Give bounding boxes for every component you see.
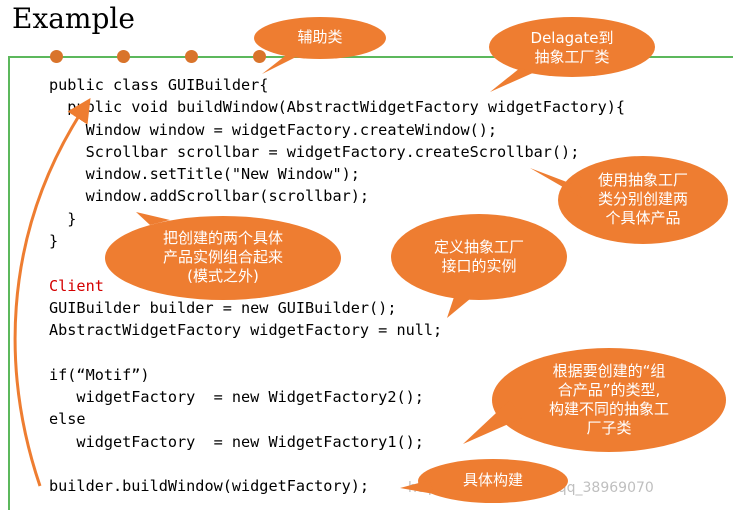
client-label: Client [49, 276, 104, 295]
code-line: public class GUIBuilder{ [49, 76, 269, 94]
bullet-dot [185, 50, 198, 63]
code-line: builder.buildWindow(widgetFactory); [49, 477, 370, 496]
bullet-dot [117, 50, 130, 63]
code-line: window.addScrollbar(scrollbar); [49, 187, 370, 206]
slide-title: Example [12, 2, 135, 35]
callout-helper-text: 辅助类 [297, 28, 343, 46]
callout-delegate-shape [489, 17, 655, 92]
callout-use-factory-shape [530, 156, 728, 244]
callout-decide-text: 根据要创建的“组 合产品”的类型, 构建不同的抽象工 厂子类 [548, 362, 669, 437]
code-line: } [49, 209, 77, 228]
code-line: window.setTitle("New Window"); [49, 165, 360, 184]
code-line: widgetFactory = new WidgetFactory1(); [49, 432, 424, 451]
code-line: widgetFactory = new WidgetFactory2(); [49, 388, 424, 407]
callout-use-factory-text: 使用抽象工厂 类分别创建两 个具体产品 [597, 171, 688, 227]
code-line: Scrollbar scrollbar = widgetFactory.crea… [49, 142, 580, 161]
callout-delegate-text: Delagate到 抽象工厂类 [530, 29, 614, 66]
code-block: public class GUIBuilder{ public void bui… [49, 74, 625, 498]
code-line: AbstractWidgetFactory widgetFactory = nu… [49, 321, 443, 340]
callout-combine-shape [105, 212, 341, 300]
callout-build-text: 具体构建 [462, 471, 523, 489]
code-line: else [49, 410, 86, 429]
frame-left-line [8, 56, 10, 510]
code-line: if(“Motif”) [49, 365, 150, 384]
bullet-dot [253, 50, 266, 63]
callout-define-instance-shape [391, 214, 567, 318]
code-line: } [49, 232, 59, 251]
bullet-dot [50, 50, 63, 63]
flow-arrow [13, 97, 91, 487]
frame-top-line [8, 56, 733, 58]
code-line: Window window = widgetFactory.createWind… [49, 120, 498, 139]
callout-helper-shape [254, 17, 386, 74]
callout-combine-text: 把创建的两个具体 产品实例组合起来 (模式之外) [162, 229, 283, 285]
code-line: GUIBuilder builder = new GUIBuilder(); [49, 298, 397, 317]
callout-define-instance-text: 定义抽象工厂 接口的实例 [433, 238, 524, 275]
callout-build-shape [400, 459, 568, 503]
callout-decide-shape [463, 348, 726, 452]
